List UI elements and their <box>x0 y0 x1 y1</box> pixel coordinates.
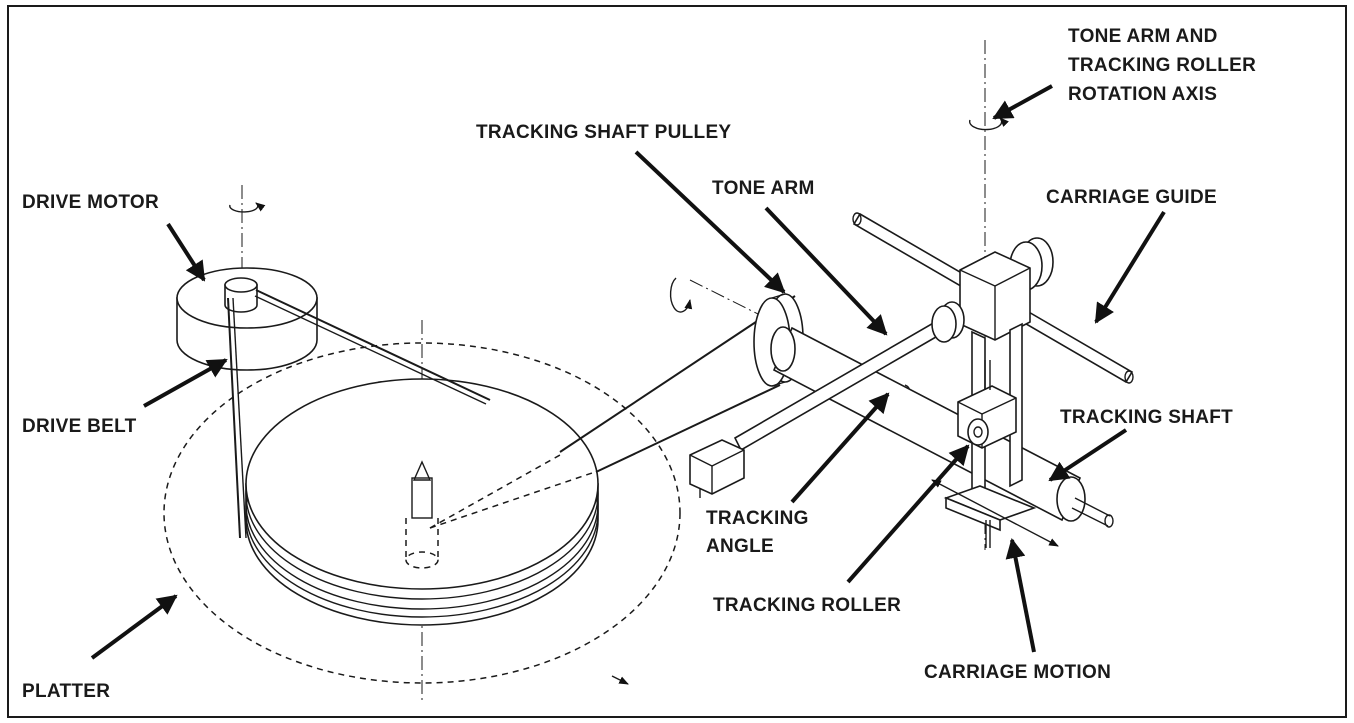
tracking-angle-lines <box>429 454 596 529</box>
tracking-roller <box>957 360 1017 449</box>
label-rotation-axis-line-2: TRACKING ROLLER <box>1068 55 1256 76</box>
leader-arrows <box>90 84 1166 660</box>
label-rotation-axis-line-1: TONE ARM AND <box>1068 26 1218 47</box>
label-tracking-angle-line-1: TRACKING <box>706 508 809 529</box>
label-rotation-axis-line-3: ROTATION AXIS <box>1068 84 1217 105</box>
label-tracking-angle-line-2: ANGLE <box>706 536 774 557</box>
label-drive-belt: DRIVE BELT <box>22 416 137 437</box>
platter-dashed-outline <box>163 342 681 684</box>
platter-rotation-arrow <box>611 675 629 685</box>
tone-arm <box>689 301 965 498</box>
label-tracking-roller: TRACKING ROLLER <box>713 595 901 616</box>
label-carriage-motion: CARRIAGE MOTION <box>924 662 1111 683</box>
label-platter: PLATTER <box>22 681 110 702</box>
drive-belt <box>227 289 491 539</box>
platter-disc <box>245 378 599 626</box>
carriage-motion-indicator <box>931 479 1059 547</box>
tracking-shaft-pulley <box>559 293 804 473</box>
rotation-indicator-icons <box>229 117 1009 402</box>
drive-motor <box>176 267 318 371</box>
label-carriage-guide: CARRIAGE GUIDE <box>1046 187 1217 208</box>
label-tone-arm: TONE ARM <box>712 178 815 199</box>
diagram-frame <box>7 5 1347 718</box>
label-tracking-shaft: TRACKING SHAFT <box>1060 407 1233 428</box>
label-drive-motor: DRIVE MOTOR <box>22 192 159 213</box>
label-tracking-shaft-pulley: TRACKING SHAFT PULLEY <box>476 122 731 143</box>
